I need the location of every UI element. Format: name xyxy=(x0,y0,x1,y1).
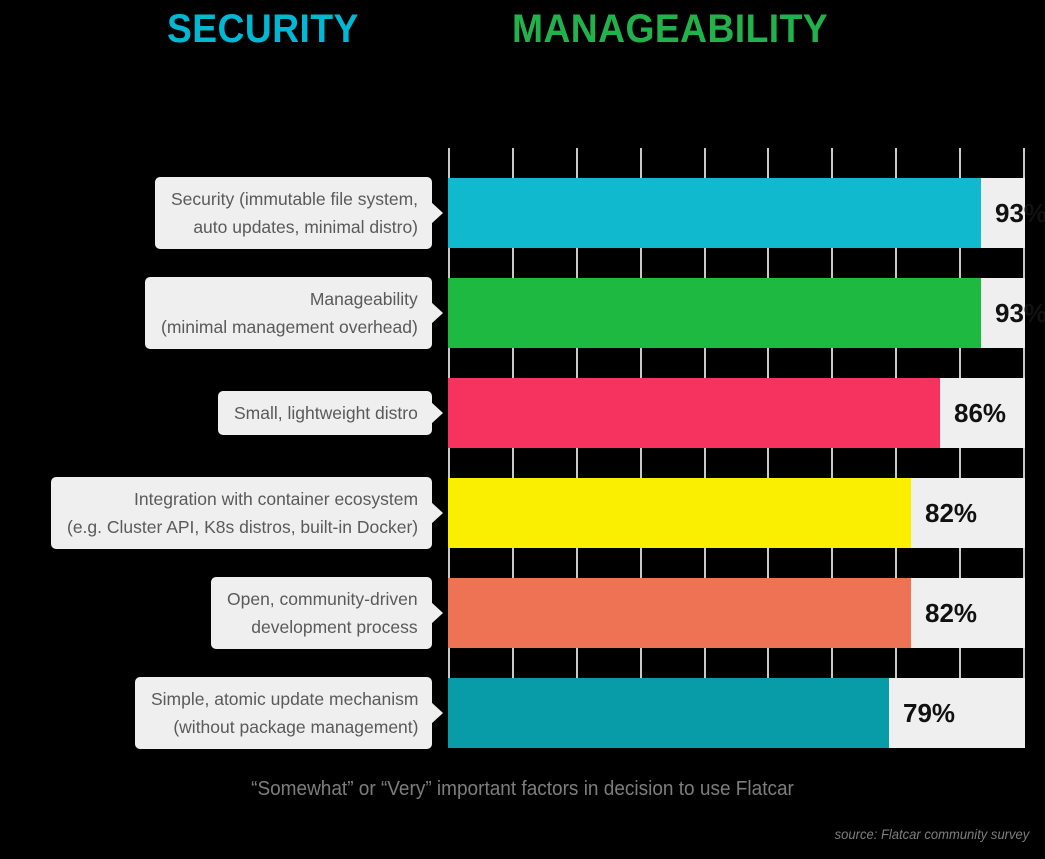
callout-tail-icon xyxy=(431,702,444,724)
bar-value-label: 82% xyxy=(925,598,978,628)
category-label-line: Manageability xyxy=(309,289,418,309)
bar-value-label: 93% xyxy=(995,198,1045,228)
bar-value-label: 82% xyxy=(925,498,978,528)
gridline xyxy=(576,148,578,748)
callout-tail-icon xyxy=(430,402,443,424)
category-label: Small, lightweight distro xyxy=(218,391,443,435)
bar-fill[interactable] xyxy=(448,378,940,448)
category-label-line: Simple, atomic update mechanism xyxy=(151,689,419,709)
category-label: Manageability (minimal management overhea… xyxy=(145,277,443,349)
gridline xyxy=(1023,148,1025,748)
gridline xyxy=(959,148,961,748)
header-titles: SECURITY MANAGEABILITY xyxy=(0,0,1045,60)
gridline xyxy=(448,148,450,748)
gridline xyxy=(512,148,514,748)
gridlines xyxy=(448,148,1025,748)
category-label-line: Security (immutable file system, xyxy=(171,189,419,209)
bar-value-label: 93% xyxy=(995,298,1045,328)
gridline xyxy=(704,148,706,748)
header-title-security: SECURITY xyxy=(167,7,359,51)
bar-value-label: 79% xyxy=(903,698,956,728)
category-label: Open, community-driven development proces… xyxy=(211,577,443,649)
chart-caption: “Somewhat” or “Very” important factors i… xyxy=(251,778,794,800)
gridline xyxy=(895,148,897,748)
category-label: Integration with container ecosystem (e.g… xyxy=(51,477,444,549)
bar-fill[interactable] xyxy=(448,278,981,348)
bar-fill[interactable] xyxy=(448,178,981,248)
category-label-line: Open, community-driven xyxy=(227,589,418,609)
category-label-line: auto updates, minimal distro) xyxy=(193,217,419,237)
category-label-line: (e.g. Cluster API, K8s distros, built-in… xyxy=(67,517,419,537)
header-title-manageability: MANAGEABILITY xyxy=(512,7,829,51)
bar-fill[interactable] xyxy=(448,478,911,548)
callout-tail-icon xyxy=(431,502,444,524)
callout-tail-icon xyxy=(430,302,443,324)
bar-fill[interactable] xyxy=(448,578,911,648)
category-label: Simple, atomic update mechanism (without … xyxy=(135,677,444,749)
bar-fill[interactable] xyxy=(448,678,889,748)
callout-tail-icon xyxy=(431,202,444,224)
category-label-line: Small, lightweight distro xyxy=(234,403,418,423)
gridline xyxy=(831,148,833,748)
category-label-line: development process xyxy=(251,617,418,637)
category-label-line: (without package management) xyxy=(173,717,419,737)
callout-tail-icon xyxy=(430,602,443,624)
category-label-line: (minimal management overhead) xyxy=(161,317,418,337)
category-label-line: Integration with container ecosystem xyxy=(134,489,419,509)
category-label: Security (immutable file system, auto upd… xyxy=(155,177,444,249)
bar-value-label: 86% xyxy=(954,398,1007,428)
gridline xyxy=(767,148,769,748)
plot-area xyxy=(448,148,1025,748)
chart-source: source: Flatcar community survey xyxy=(834,826,1029,842)
gridline xyxy=(640,148,642,748)
